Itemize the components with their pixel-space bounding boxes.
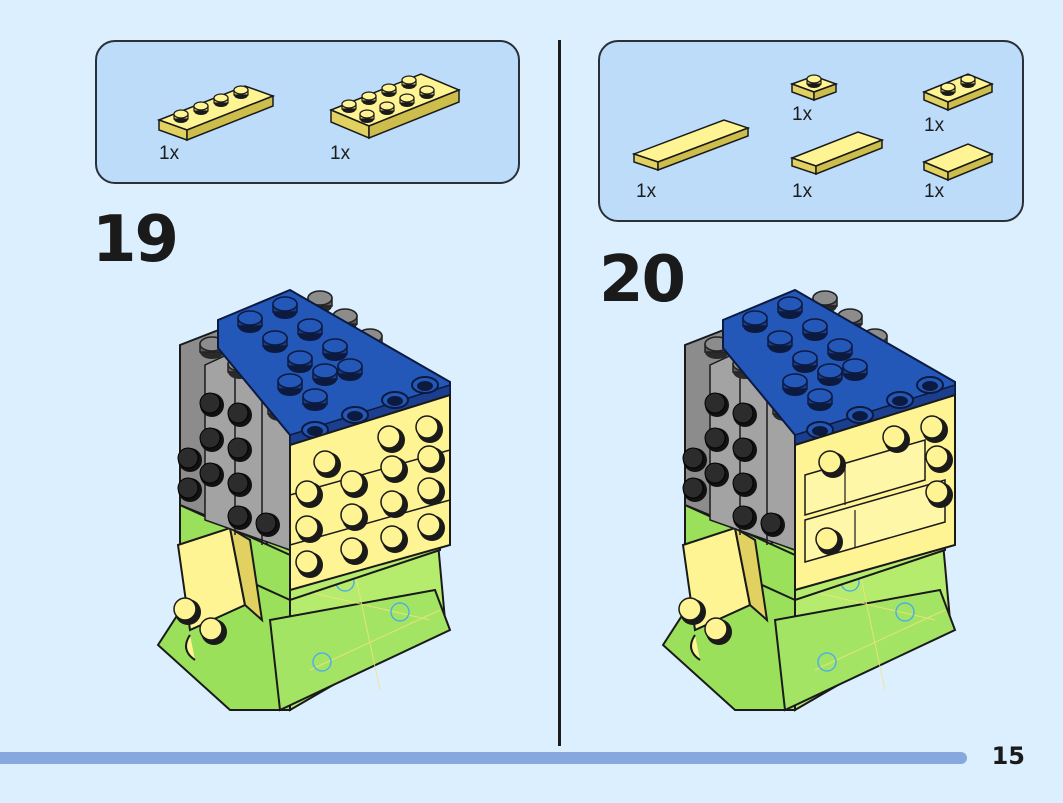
- part-quantity: 1x: [159, 143, 180, 164]
- step19-parts-box: 1x 1x: [95, 40, 520, 184]
- plate-1x2-yellow-icon: [922, 73, 994, 112]
- step-number: 20: [599, 243, 686, 317]
- page-divider: [558, 40, 561, 746]
- step19-model-illustration: [156, 288, 452, 712]
- plate-1x1-yellow-icon: [789, 74, 839, 102]
- part-quantity: 1x: [330, 143, 351, 164]
- tile-1x3-yellow-icon: [789, 131, 885, 176]
- step20-model-illustration: [661, 288, 957, 712]
- tile-1x2-yellow-icon: [922, 143, 994, 182]
- part-quantity: 1x: [636, 181, 657, 202]
- part-quantity: 1x: [792, 181, 813, 202]
- plate-2x4-yellow-icon: [329, 73, 461, 140]
- part-quantity: 1x: [924, 115, 945, 136]
- plate-1x4-yellow-icon: [156, 85, 276, 142]
- page-number: 15: [991, 742, 1025, 770]
- step-number: 19: [92, 203, 179, 277]
- part-quantity: 1x: [792, 104, 813, 125]
- step20-parts-box: 1x 1x 1x 1x 1x: [598, 40, 1024, 222]
- part-quantity: 1x: [924, 181, 945, 202]
- tile-1x4-yellow-icon: [631, 119, 751, 172]
- page-progress-bar: [0, 752, 967, 764]
